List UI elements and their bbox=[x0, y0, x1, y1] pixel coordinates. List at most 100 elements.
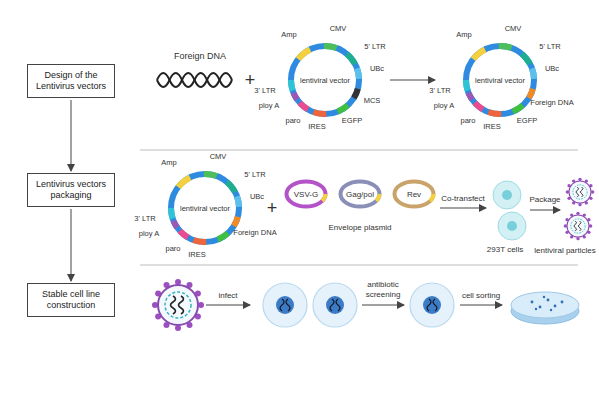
plasmid-segment bbox=[341, 182, 380, 207]
step-label: cell sorting bbox=[462, 291, 500, 301]
step-label: infect bbox=[218, 291, 237, 301]
plasmid-map: lentiviral vectorAmpCMV5' LTRUBcForeign … bbox=[142, 170, 268, 246]
element-label: 3' LTR bbox=[254, 86, 275, 95]
element-label: 3' LTR bbox=[134, 214, 155, 223]
element-label: IRES bbox=[483, 122, 501, 131]
element-label: Amp bbox=[456, 30, 471, 39]
lentiviral-particles bbox=[564, 212, 593, 241]
process-box: Stable cell line construction bbox=[27, 283, 115, 317]
infected-cells bbox=[313, 283, 357, 327]
petri-dish bbox=[547, 299, 550, 302]
plus-sign: + bbox=[245, 71, 256, 89]
process-arrows bbox=[530, 210, 560, 211]
plasmid-name: Rev bbox=[407, 190, 421, 199]
petri-dish bbox=[539, 306, 542, 309]
element-label: Foreign DNA bbox=[530, 98, 573, 107]
plasmid-ring bbox=[452, 32, 548, 128]
step-label: Package bbox=[529, 195, 560, 205]
plus-sign: + bbox=[267, 199, 278, 217]
flow-arrow bbox=[71, 100, 72, 171]
step-label: Co-transfect bbox=[441, 194, 485, 204]
petri-dish bbox=[554, 305, 557, 308]
element-label: paro bbox=[165, 244, 180, 253]
process-arrows bbox=[206, 208, 560, 305]
infected-cells bbox=[263, 283, 454, 327]
dna-helix bbox=[157, 73, 232, 87]
flow-arrow bbox=[390, 80, 435, 81]
element-label: ploy A bbox=[434, 101, 454, 110]
plasmid-ring bbox=[277, 32, 373, 128]
element-label: 5' LTR bbox=[364, 42, 385, 51]
plasmid-ring bbox=[452, 32, 548, 128]
element-label: Amp bbox=[281, 30, 296, 39]
cells-293t bbox=[493, 181, 521, 209]
element-label: CMV bbox=[210, 152, 227, 161]
element-label: Amp bbox=[161, 158, 176, 167]
plasmid-ring bbox=[287, 182, 326, 207]
cells-293t bbox=[498, 212, 526, 240]
helper-plasmid: VSV-G bbox=[284, 179, 328, 209]
element-label: 5' LTR bbox=[244, 170, 265, 179]
step-title: Design of the Lentivirus vectors bbox=[32, 70, 110, 92]
element-label: 5' LTR bbox=[539, 42, 560, 51]
step-label: Foreign DNA bbox=[174, 51, 226, 61]
petri-dish bbox=[550, 309, 552, 311]
plasmid-name: lentiviral vector bbox=[300, 76, 350, 85]
plasmid-segment bbox=[287, 182, 326, 207]
infecting-virus bbox=[152, 279, 204, 331]
plasmid-ring bbox=[157, 160, 253, 256]
infecting-virus bbox=[152, 279, 204, 331]
process-arrows bbox=[362, 305, 404, 306]
plasmid-segment bbox=[395, 182, 434, 207]
petri-dish bbox=[535, 308, 537, 310]
dna-helix bbox=[157, 73, 232, 87]
element-label: ploy A bbox=[259, 101, 279, 110]
lentiviral-particles bbox=[566, 178, 595, 207]
element-label: IRES bbox=[308, 122, 326, 131]
separator-lines bbox=[140, 150, 578, 265]
step-title: Lentivirus vectors packaging bbox=[32, 179, 110, 201]
element-label: ploy A bbox=[139, 229, 159, 238]
plasmid-name: Gag/pol bbox=[346, 190, 374, 199]
plasmid-name: lentiviral vector bbox=[475, 76, 525, 85]
helper-plasmid: Gag/pol bbox=[338, 179, 382, 209]
plasmid-ring bbox=[157, 160, 253, 256]
element-label: EGFP bbox=[517, 116, 537, 125]
step-label: Envelope plasmid bbox=[328, 223, 391, 233]
element-label: UBc bbox=[250, 192, 264, 201]
step-label: 293T cells bbox=[487, 245, 523, 255]
element-label: MCS bbox=[364, 96, 381, 105]
infected-cells bbox=[263, 283, 307, 327]
plasmid-map: lentiviral vectorAmpCMV5' LTRUBcForeign … bbox=[437, 42, 563, 118]
element-label: paro bbox=[285, 116, 300, 125]
element-label: CMV bbox=[330, 24, 347, 33]
element-label: Foreign DNA bbox=[233, 228, 276, 237]
element-label: paro bbox=[460, 116, 475, 125]
element-label: IRES bbox=[188, 250, 206, 259]
step-label: antibiotic screening bbox=[354, 280, 412, 300]
petri-dish bbox=[531, 301, 534, 304]
process-arrows bbox=[440, 208, 486, 209]
process-arrows bbox=[460, 305, 502, 306]
lentiviral-particles bbox=[564, 178, 595, 241]
cells-293t bbox=[493, 181, 526, 240]
petri-dish bbox=[511, 292, 579, 324]
flow-arrow bbox=[71, 209, 72, 281]
infected-cells bbox=[410, 283, 454, 327]
separator-lines bbox=[140, 265, 578, 266]
plasmid-name: lentiviral vector bbox=[180, 204, 230, 213]
plasmid-ring bbox=[341, 182, 380, 207]
insert-segment bbox=[458, 38, 541, 121]
element-label: 3' LTR bbox=[429, 86, 450, 95]
insert-segment bbox=[163, 166, 246, 249]
element-label: CMV bbox=[505, 24, 522, 33]
petri-dish bbox=[543, 296, 545, 298]
element-label: UBc bbox=[370, 64, 384, 73]
plasmid-map: lentiviral vectorAmpCMV5' LTRUBcMCSEGFPI… bbox=[262, 42, 388, 118]
dna-helix bbox=[157, 73, 232, 87]
plasmid-ring bbox=[277, 32, 373, 128]
process-arrows bbox=[206, 305, 250, 306]
element-label: UBc bbox=[545, 64, 559, 73]
